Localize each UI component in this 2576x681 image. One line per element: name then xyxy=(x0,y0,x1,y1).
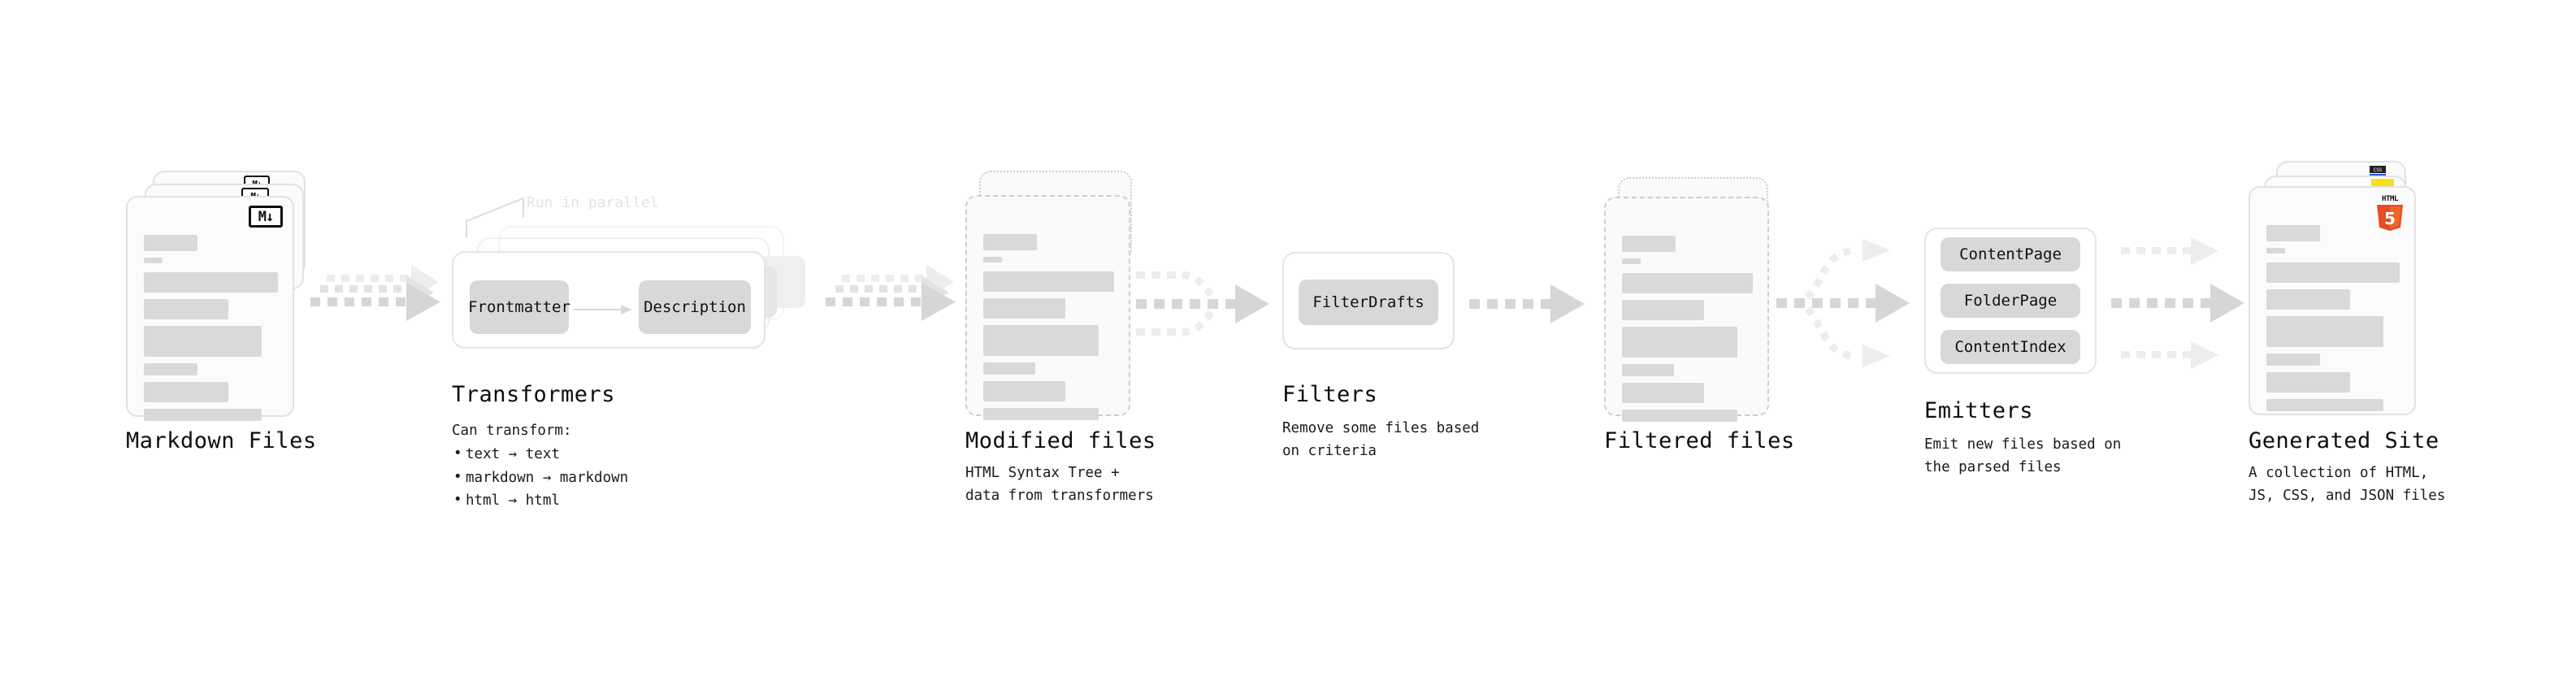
bar-title xyxy=(2266,225,2320,241)
markdown-files-title: Markdown Files xyxy=(126,428,317,453)
bar-para-5 xyxy=(1622,383,1705,403)
bar-sub xyxy=(1622,258,1641,264)
filters-title: Filters xyxy=(1282,382,1378,407)
generated-card-front: HTML 5 xyxy=(2249,186,2416,415)
html5-shield-icon: 5 xyxy=(2375,205,2405,231)
html5-badge: HTML 5 xyxy=(2375,195,2405,231)
filters-chip-filterdrafts[interactable]: FilterDrafts xyxy=(1299,280,1438,325)
connector-transformers-to-modified xyxy=(821,265,967,348)
modified-files-title: Modified files xyxy=(965,428,1156,453)
bar-para-2 xyxy=(1622,300,1705,320)
emitters-title: Emitters xyxy=(1924,398,2034,423)
connector-emitters-to-site xyxy=(2111,234,2266,372)
bar-para-6 xyxy=(144,409,262,421)
svg-text:5: 5 xyxy=(2384,209,2396,228)
filtered-files-title: Filtered files xyxy=(1604,428,1795,453)
bar-para-4 xyxy=(983,362,1036,375)
transformers-chip-description[interactable]: Description xyxy=(639,280,751,334)
connector-markdown-to-transformers xyxy=(306,265,452,348)
modified-files-description: HTML Syntax Tree + data from transformer… xyxy=(965,465,1154,505)
modified-card-front xyxy=(965,195,1130,420)
markdown-card-front: M↓ xyxy=(126,196,294,421)
transformers-inner-arrow-main xyxy=(574,305,639,319)
transformers-bullet-1: text → text xyxy=(452,442,628,466)
bar-para-6 xyxy=(2266,399,2384,411)
generated-card-lines xyxy=(2266,225,2400,411)
bar-para-3 xyxy=(144,326,262,357)
bar-para-4 xyxy=(144,363,197,375)
bar-sub xyxy=(983,257,1002,262)
bar-para-6 xyxy=(983,408,1099,420)
html5-badge-word: HTML xyxy=(2381,195,2399,203)
emitters-description: Emit new files based on the parsed files xyxy=(1924,436,2122,476)
bar-para-1 xyxy=(144,272,278,293)
filters-description: Remove some files based on criteria xyxy=(1282,420,1480,460)
bar-para-3 xyxy=(1622,327,1737,358)
transformers-title: Transformers xyxy=(452,382,616,407)
transformers-chip-frontmatter[interactable]: Frontmatter xyxy=(468,280,570,334)
transformers-bullet-2: markdown → markdown xyxy=(452,466,628,489)
modified-card-lines xyxy=(983,234,1114,420)
css-badge: CSS xyxy=(2368,165,2387,176)
generated-site-title: Generated Site xyxy=(2249,428,2439,453)
bar-para-5 xyxy=(2266,372,2351,393)
bar-title xyxy=(144,235,197,251)
connector-filters-to-filtered xyxy=(1469,283,1591,332)
bar-para-1 xyxy=(2266,262,2400,283)
bar-para-1 xyxy=(1622,273,1753,293)
emitters-chip-folderpage[interactable]: FolderPage xyxy=(1941,284,2080,318)
connector-filtered-to-emitters xyxy=(1776,234,1923,372)
bar-para-2 xyxy=(983,298,1066,319)
bar-title xyxy=(983,234,1037,250)
svg-text:CSS: CSS xyxy=(2374,167,2383,173)
emitters-chip-contentindex[interactable]: ContentIndex xyxy=(1941,330,2080,364)
markdown-card-lines xyxy=(144,235,278,421)
bar-para-6 xyxy=(1622,410,1737,422)
bar-para-3 xyxy=(2266,316,2384,347)
bar-sub xyxy=(2266,248,2285,254)
transformers-bullets: Can transform: text → text markdown → ma… xyxy=(452,419,628,512)
bar-para-2 xyxy=(144,299,228,319)
generated-site-description: A collection of HTML, JS, CSS, and JSON … xyxy=(2249,465,2446,505)
bar-para-4 xyxy=(2266,354,2320,366)
markdown-badge-front: M↓ xyxy=(249,206,283,228)
filtered-card-lines xyxy=(1622,236,1753,422)
bar-para-1 xyxy=(983,271,1114,292)
bar-para-5 xyxy=(983,381,1066,401)
bar-title xyxy=(1622,236,1676,252)
connector-modified-to-filters xyxy=(1136,252,1282,358)
transformers-bullets-head: Can transform: xyxy=(452,423,572,439)
transformers-bullet-3: html → html xyxy=(452,488,628,512)
bar-para-4 xyxy=(1622,364,1675,376)
run-in-parallel-label: Run in parallel xyxy=(527,194,659,211)
filtered-card-front xyxy=(1604,197,1769,422)
emitters-chip-contentpage[interactable]: ContentPage xyxy=(1941,237,2080,271)
bar-para-2 xyxy=(2266,289,2351,310)
bar-para-5 xyxy=(144,382,228,402)
run-in-parallel-bracket xyxy=(465,195,579,242)
bar-sub xyxy=(144,258,163,263)
bar-para-3 xyxy=(983,325,1099,356)
